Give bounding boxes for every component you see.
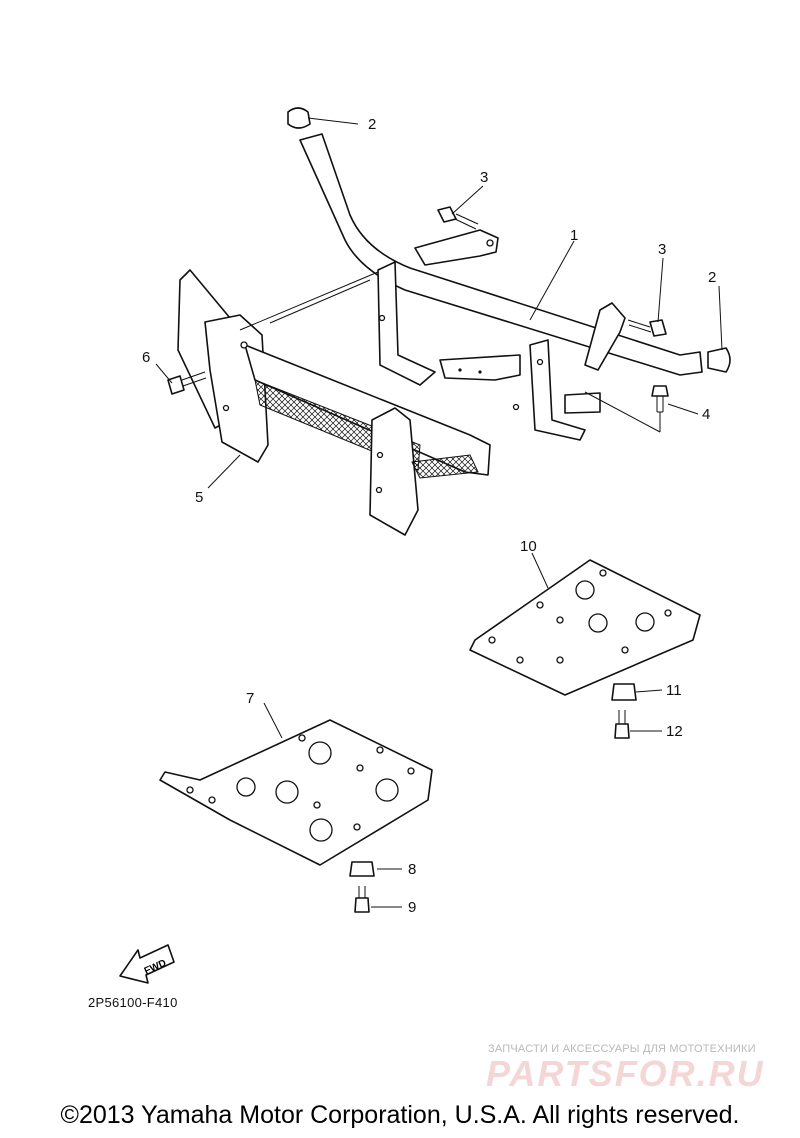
front-guard-tube (299, 133, 703, 441)
copyright-notice: ©2013 Yamaha Motor Corporation, U.S.A. A… (60, 1101, 740, 1129)
cap-top (287, 107, 311, 129)
callout-2-top: 2 (368, 116, 376, 133)
callout-2-right: 2 (708, 269, 716, 286)
nut-11 (611, 683, 637, 701)
bolt-9 (354, 886, 370, 913)
watermark-tagline: ЗАПЧАСТИ И АКСЕССУАРЫ ДЛЯ МОТОТЕХНИКИ (488, 1043, 756, 1055)
callout-3-right: 3 (658, 241, 666, 258)
skid-plate-7 (159, 719, 433, 866)
callout-3-left: 3 (480, 169, 488, 186)
callout-9: 9 (408, 899, 416, 916)
callout-11: 11 (666, 682, 682, 699)
callout-6: 6 (142, 349, 150, 366)
nut-8 (349, 861, 375, 877)
bolt-12 (614, 710, 630, 739)
skid-plate-10 (469, 559, 701, 696)
bolt-6 (167, 371, 207, 395)
front-bumper (177, 269, 491, 536)
callout-8: 8 (408, 861, 416, 878)
bolt-3-right (627, 319, 667, 337)
leader-lines (155, 117, 723, 908)
callout-1: 1 (570, 227, 578, 244)
callout-4: 4 (702, 406, 710, 423)
callout-5: 5 (195, 489, 203, 506)
bolt-3-left (437, 206, 479, 230)
callout-12: 12 (666, 723, 683, 740)
callout-10: 10 (520, 538, 537, 555)
diagram-code: 2P56100-F410 (88, 995, 178, 1010)
bolt-4 (584, 385, 669, 433)
cap-right (707, 347, 731, 373)
fwd-arrow-icon: FWD (119, 944, 175, 984)
watermark-logo: PARTSFOR.RU (486, 1053, 765, 1094)
callout-7: 7 (246, 690, 254, 707)
